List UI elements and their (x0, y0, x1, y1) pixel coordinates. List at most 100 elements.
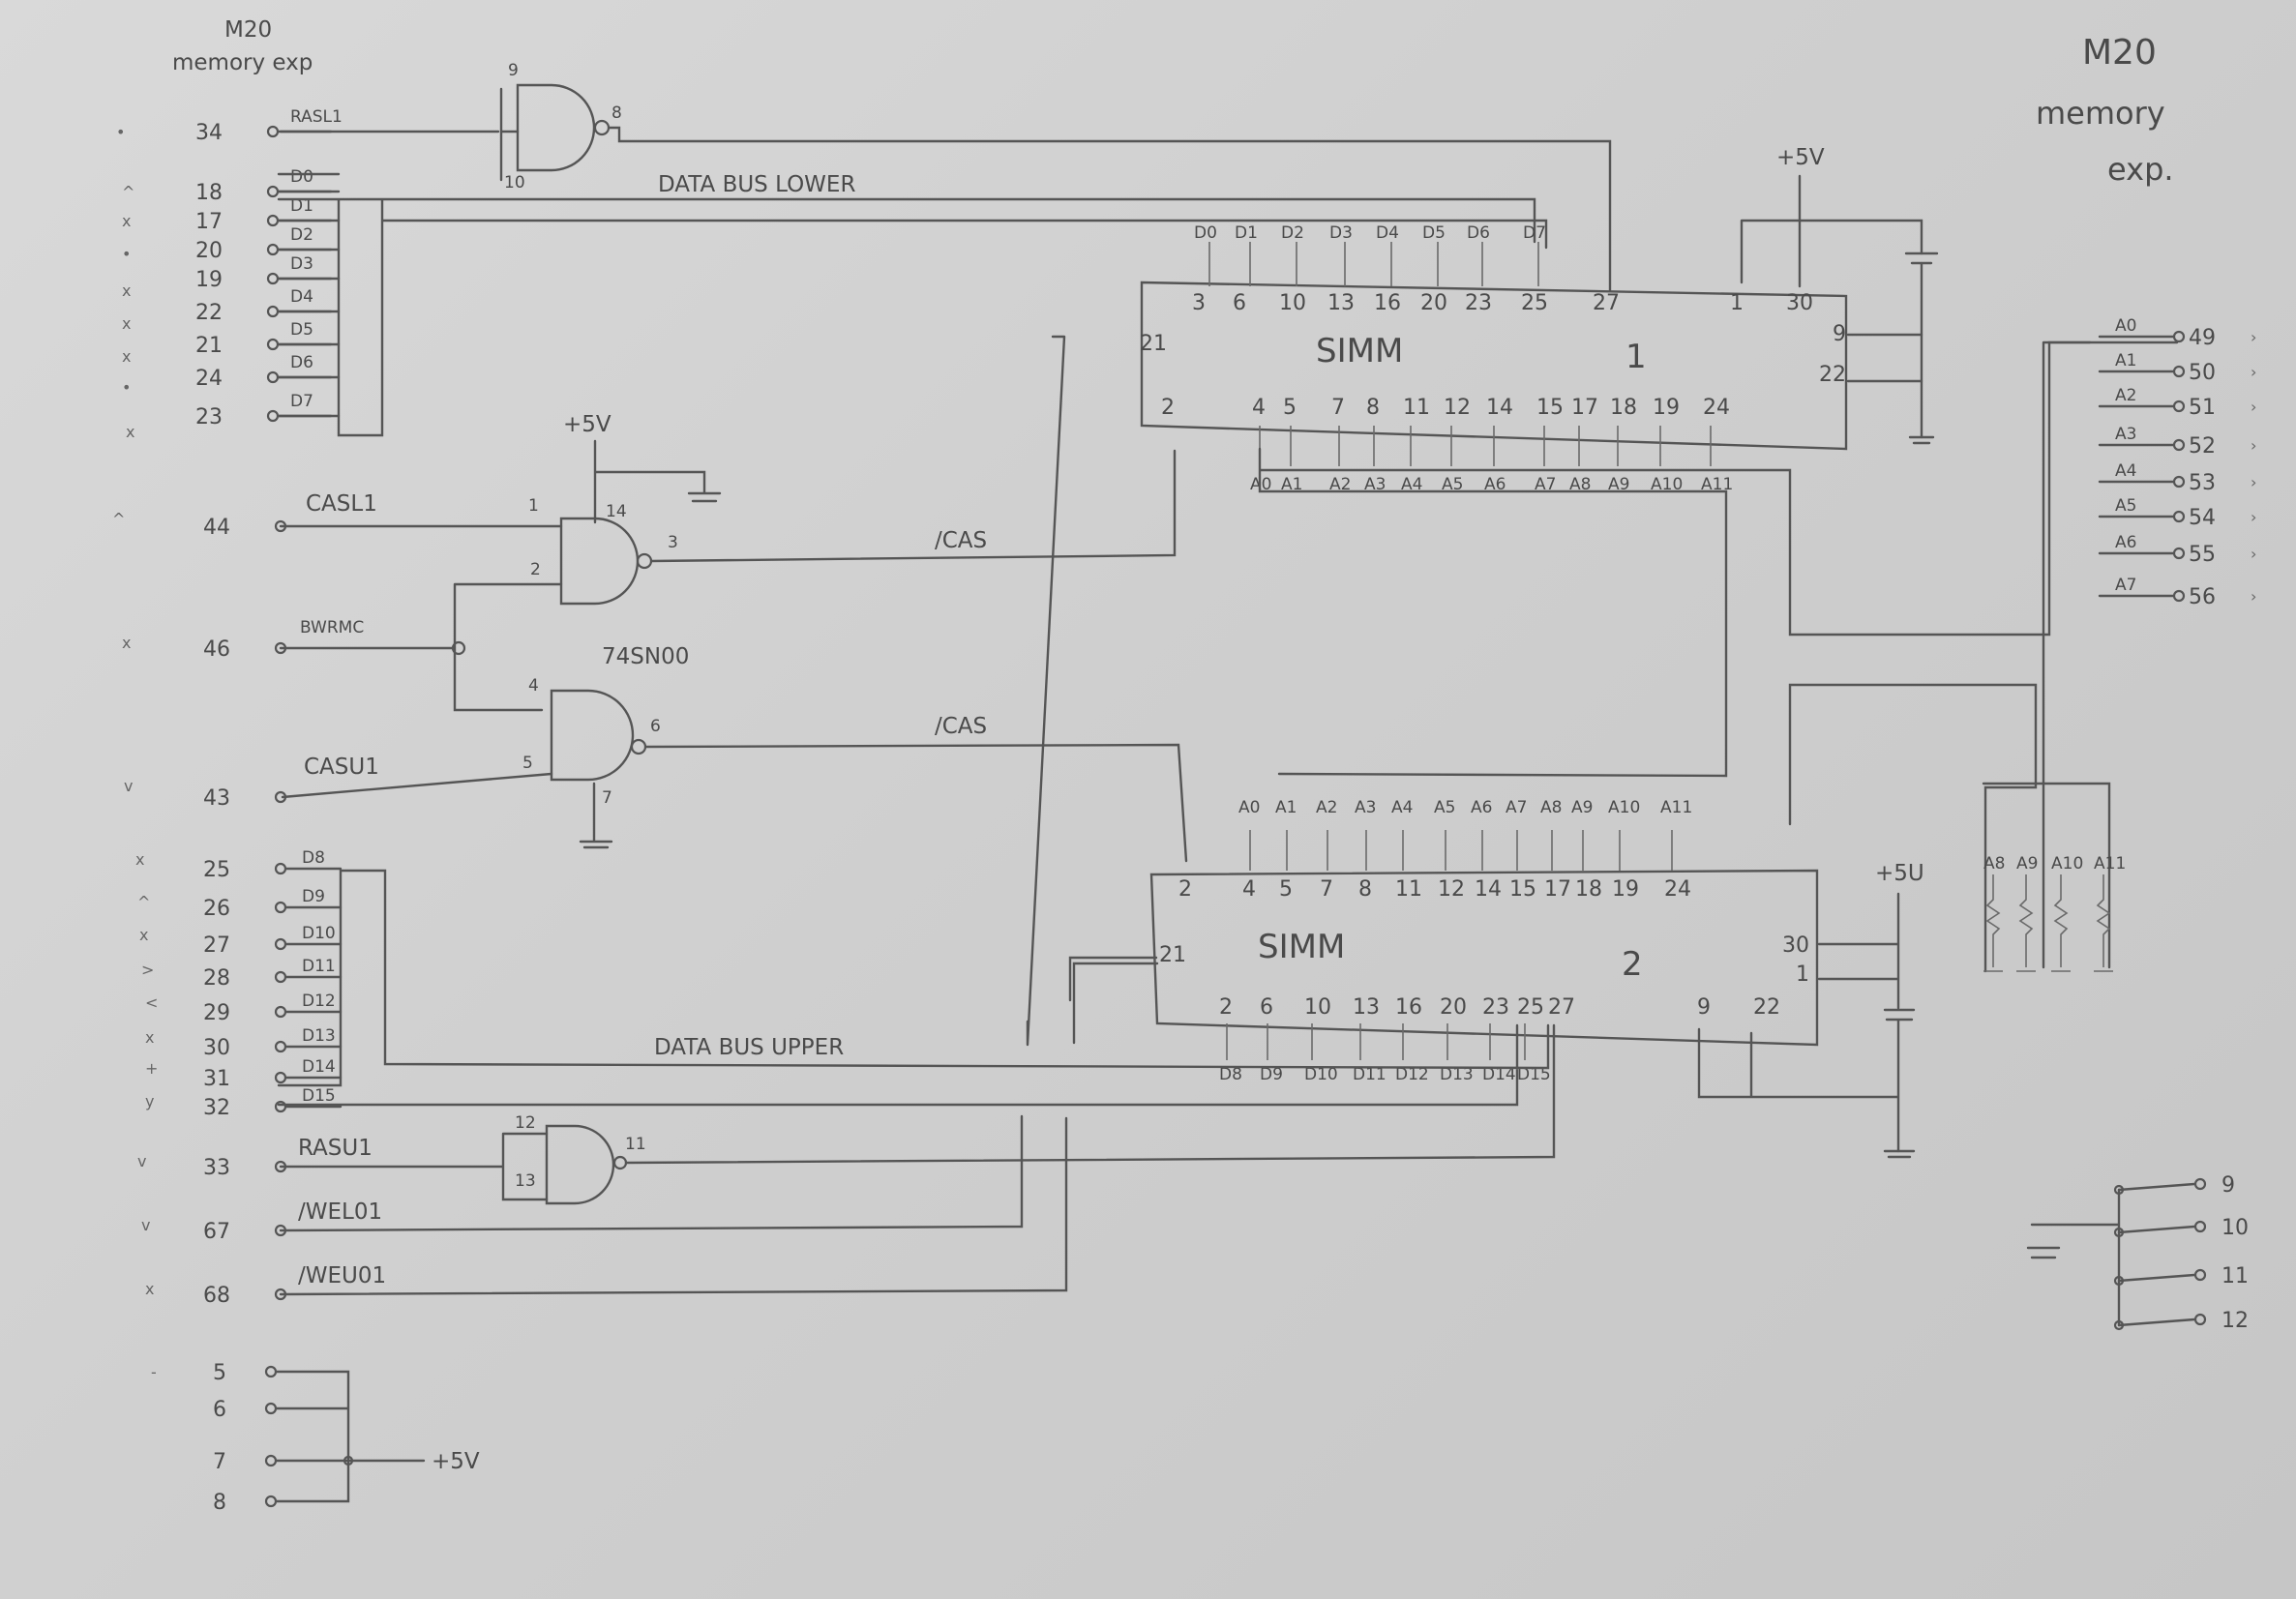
conn-upper-pin-30-terminal (274, 1040, 287, 1053)
rasu1-wire (279, 1132, 549, 1201)
conn-lower-signal: D5 (290, 320, 313, 340)
simm1-addr-label: A8 (1569, 475, 1591, 494)
simm1-top-pin-16: 16 (1374, 291, 1401, 315)
margin-mark: ^ (137, 893, 150, 911)
nand-gate-2 (559, 517, 640, 606)
g3-pin-5: 5 (522, 754, 533, 773)
conn-lower-pin-21-terminal (266, 338, 280, 351)
svg-text:21: 21 (1140, 332, 1167, 356)
conn-ctrl-pin-43: 43 (203, 786, 230, 811)
right-addr-signal: A4 (2115, 461, 2136, 481)
right-addr-signal: A5 (2115, 496, 2136, 516)
margin-mark: ^ (122, 183, 134, 201)
conn-lower-pin-24: 24 (195, 367, 223, 391)
right-margin-mark: › (2251, 545, 2256, 563)
right-addr-pin-51: 51 (2189, 396, 2216, 420)
margin-mark: x (122, 634, 131, 652)
nand-gate-3 (550, 689, 635, 782)
cas-inputs (279, 524, 563, 712)
simm2-bottom-pin-9: 9 (1697, 995, 1711, 1020)
right-addr-terminal (2172, 400, 2186, 413)
ground-pin-12: 12 (2221, 1309, 2249, 1333)
we-wires (279, 1114, 1068, 1296)
svg-text:2: 2 (1622, 945, 1643, 984)
right-margin-mark: › (2251, 436, 2256, 455)
simm2-top-pin-7: 7 (1320, 877, 1333, 902)
conn-lower-signal: D3 (290, 254, 313, 274)
gate-power-wire (593, 439, 722, 524)
simm1-data-label: D1 (1235, 223, 1258, 243)
simm2-bottom-pin-22: 22 (1753, 995, 1780, 1020)
ground-pin-wire (2117, 1225, 2196, 1234)
right-margin-mark: › (2251, 328, 2256, 346)
nand-gate-4 (545, 1124, 615, 1205)
g1-pin-b: 10 (504, 173, 525, 192)
simm1-bottom-pin-5: 5 (1283, 396, 1297, 420)
g2-pin-1: 1 (528, 496, 539, 516)
right-addr-terminal (2172, 475, 2186, 489)
address-bus-2 (1788, 683, 2038, 973)
conn-upper-signal: D8 (302, 848, 325, 868)
conn-lower-pin-19-terminal (266, 272, 280, 285)
ground-pin-9: 9 (2221, 1173, 2235, 1198)
right-margin-mark: › (2251, 363, 2256, 381)
svg-text:9: 9 (1833, 322, 1846, 346)
right-margin-mark: › (2251, 508, 2256, 526)
conn-upper-signal: D11 (302, 957, 336, 976)
simm1-addr-label: A9 (1608, 475, 1629, 494)
resistor (1985, 874, 2001, 967)
simm1-top-pin-10: 10 (1279, 291, 1306, 315)
cas-wire-2 (643, 743, 1188, 863)
data-bus-lower-label: DATA BUS LOWER (658, 172, 855, 197)
simm2-top-pin-14: 14 (1475, 877, 1502, 902)
simm1-addr-label: A10 (1651, 475, 1683, 494)
simm2-bottom-pin-27: 27 (1548, 995, 1575, 1020)
conn-lower-signal: RASL1 (290, 107, 343, 127)
simm1-top-pin-13: 13 (1327, 291, 1355, 315)
simm2-data-label: D10 (1304, 1065, 1338, 1084)
g2-pin-2: 2 (530, 560, 541, 579)
resistor-label: A11 (2094, 854, 2126, 874)
simm1-top-pin-1: 1 (1730, 291, 1744, 315)
simm1-addr-label: A7 (1535, 475, 1556, 494)
g3-pin-7: 7 (602, 788, 612, 808)
simm1-bottom-pin-17: 17 (1571, 396, 1598, 420)
simm1-addr-label: A1 (1281, 475, 1302, 494)
simm2-addr-label: A7 (1506, 798, 1527, 817)
title-left: M20 memory exp (172, 17, 313, 75)
right-addr-pin-50: 50 (2189, 361, 2216, 385)
right-addr-pin-56: 56 (2189, 585, 2216, 609)
ground-pin-10: 10 (2221, 1216, 2249, 1240)
resistor-label: A8 (1983, 854, 2005, 874)
simm2-top-pin-4: 4 (1242, 877, 1256, 902)
simm2-top-pin-24: 24 (1664, 877, 1691, 902)
simm1-addr-label: A11 (1701, 475, 1733, 494)
conn-upper-pin-25-terminal (274, 862, 287, 875)
conn-lower-pin-17-terminal (266, 214, 280, 227)
right-addr-pin-49: 49 (2189, 326, 2216, 350)
conn-ctrl-pin-46: 46 (203, 637, 230, 662)
power-bus-bottom (275, 1370, 426, 1503)
conn-power-pin-5: 5 (213, 1361, 226, 1385)
conn-upper-signal: D12 (302, 992, 336, 1011)
simm2-data-label: D8 (1219, 1065, 1242, 1084)
ras1-wire (607, 126, 1612, 292)
g1-pin-a: 9 (508, 61, 519, 80)
simm1-data-label: D5 (1422, 223, 1446, 243)
conn-lower-signal: D6 (290, 353, 313, 372)
ground-pin-terminal (2193, 1268, 2207, 1282)
conn-upper-pin-68: 68 (203, 1284, 230, 1308)
resistor (2096, 874, 2111, 967)
right-addr-terminal (2172, 510, 2186, 523)
conn-upper-pin-26-terminal (274, 901, 287, 914)
simm2-addr-label: A8 (1540, 798, 1562, 817)
conn-lower-pin-18: 18 (195, 181, 223, 205)
ground-pin-wire (2117, 1182, 2196, 1192)
resistor-label: A9 (2016, 854, 2038, 874)
conn-upper-signal: D15 (302, 1086, 336, 1106)
data-bus-upper-label: DATA BUS UPPER (654, 1035, 844, 1060)
